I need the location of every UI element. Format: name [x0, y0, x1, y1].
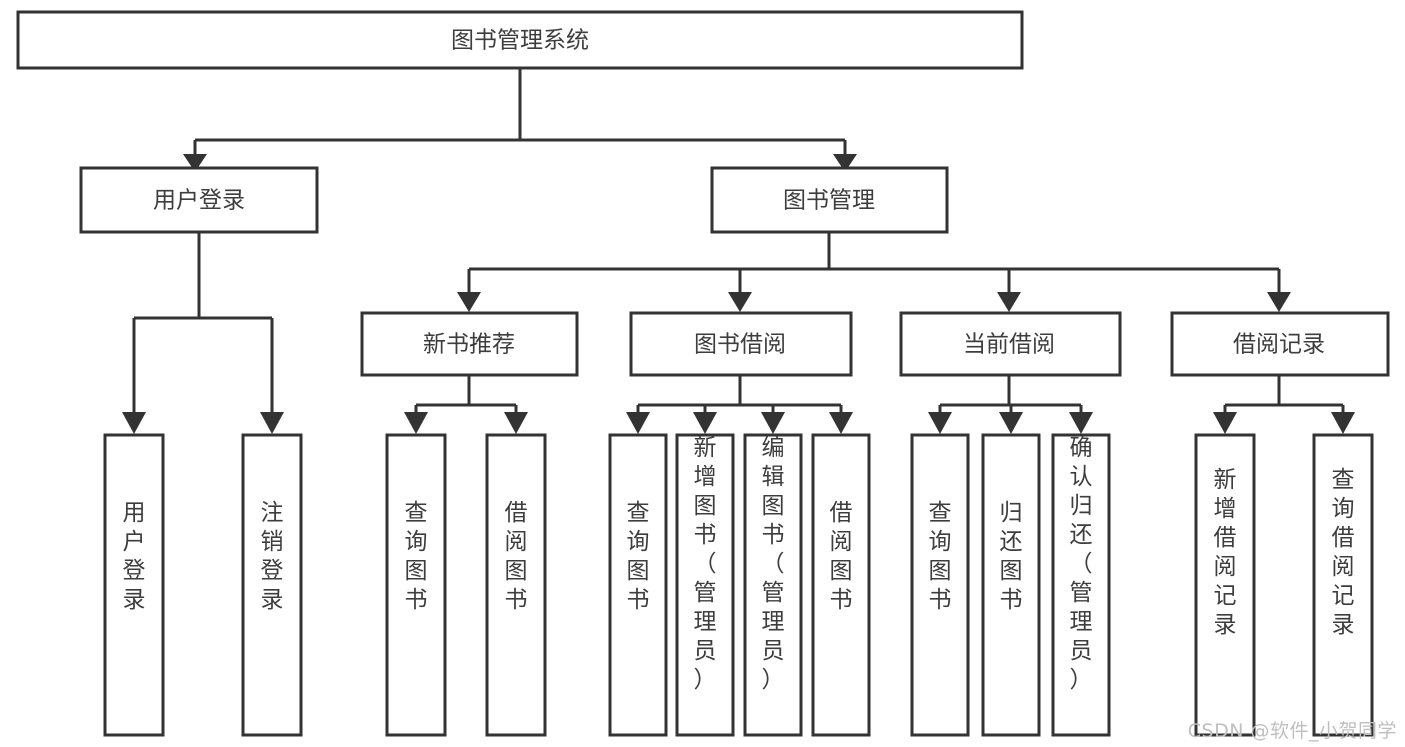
borrow-record-box[interactable] — [1170, 311, 1390, 377]
arrowhead-leaf-edit-book — [761, 412, 785, 434]
leaf-borrow-book-label: 借阅图书 — [830, 500, 853, 613]
arrowhead-to-user-login — [183, 154, 207, 172]
connector-bus-level3 — [467, 232, 1281, 294]
arrowhead-leaf-add-record — [1213, 412, 1237, 434]
leaf-logout-label: 注销登录 — [261, 500, 284, 613]
leaf-confirm-return-admin-label: 确认归还（管理员） — [1070, 435, 1093, 693]
leaf-user-login-label: 用户登录 — [123, 500, 146, 613]
node-borrow-record[interactable]: 借阅记录 — [1170, 311, 1390, 377]
leaf-borrow-book-box[interactable] — [811, 433, 871, 737]
arrowhead-leaf-query-record — [1331, 412, 1355, 434]
arrowhead-leaf-borrow-book-2 — [829, 412, 853, 434]
arrowhead-leaf-query-book-2 — [626, 412, 650, 434]
arrowhead-leaf-user-login — [122, 412, 146, 434]
node-current-borrow[interactable]: 当前借阅 — [899, 311, 1122, 377]
arrowhead-leaf-return-book — [999, 412, 1023, 434]
user-login-box[interactable] — [79, 166, 319, 234]
node-root-system[interactable]: 图书管理系统 — [16, 10, 1024, 70]
leaf-query-borrow-record[interactable]: 查询借阅记录 — [1312, 433, 1374, 737]
connector-borrow-record-to-leaves — [1213, 375, 1355, 434]
leaf-query-book-rec-box[interactable] — [385, 433, 447, 737]
node-book-management[interactable]: 图书管理 — [710, 166, 949, 234]
book-borrow-label: 图书借阅 — [694, 332, 786, 358]
new-book-recommend-box[interactable] — [360, 311, 579, 377]
book-borrow-box[interactable] — [629, 311, 853, 377]
arrowhead-leaf-borrow-book-1 — [504, 412, 528, 434]
leaf-return-book[interactable]: 归还图书 — [981, 433, 1041, 737]
leaf-logout-box[interactable] — [241, 433, 303, 737]
leaf-query-book-current[interactable]: 查询图书 — [910, 433, 970, 737]
book-management-box[interactable] — [710, 166, 949, 234]
root-box[interactable] — [16, 10, 1024, 70]
new-book-recommend-label: 新书推荐 — [423, 332, 515, 358]
leaf-query-book-rec[interactable]: 查询图书 — [385, 433, 447, 737]
node-new-book-recommend[interactable]: 新书推荐 — [360, 311, 579, 377]
leaf-edit-book-admin[interactable]: 编辑图书（管理员） — [743, 433, 803, 737]
connector-bus-level2 — [193, 68, 845, 156]
leaf-return-book-box[interactable] — [981, 433, 1041, 737]
connector-root-to-level2 — [183, 68, 857, 172]
leaf-borrow-book-rec-box[interactable] — [485, 433, 547, 737]
leaf-add-book-admin-box[interactable] — [675, 433, 735, 737]
leaf-confirm-return-admin-box[interactable] — [1051, 433, 1111, 737]
arrowhead-leaf-query-book-1 — [404, 412, 428, 434]
book-management-label: 图书管理 — [783, 188, 875, 214]
connector-current-borrow-to-leaves — [928, 375, 1093, 434]
leaf-borrow-book-rec[interactable]: 借阅图书 — [485, 433, 547, 737]
user-login-label: 用户登录 — [153, 188, 245, 214]
connector-bus-book-borrow — [636, 375, 843, 414]
arrowhead-to-book-borrow — [728, 292, 752, 312]
leaf-query-book-borrow[interactable]: 查询图书 — [608, 433, 668, 737]
arrowhead-leaf-logout — [260, 412, 284, 434]
leaf-query-book-current-box[interactable] — [910, 433, 970, 737]
leaf-add-book-admin-label: 新增图书（管理员） — [694, 435, 717, 693]
current-borrow-box[interactable] — [899, 311, 1122, 377]
arrowhead-to-new-book-rec — [457, 292, 481, 312]
connector-bus-new-book-rec — [414, 375, 518, 414]
current-borrow-label: 当前借阅 — [963, 332, 1055, 358]
root-label: 图书管理系统 — [451, 28, 589, 54]
leaf-borrow-book[interactable]: 借阅图书 — [811, 433, 871, 737]
leaf-return-book-label: 归还图书 — [1000, 500, 1023, 613]
leaf-add-book-admin[interactable]: 新增图书（管理员） — [675, 433, 735, 737]
leaf-query-book-borrow-label: 查询图书 — [627, 500, 650, 613]
leaf-borrow-book-rec-label: 借阅图书 — [505, 500, 528, 613]
leaf-add-borrow-record-box[interactable] — [1194, 433, 1256, 737]
leaf-user-login[interactable]: 用户登录 — [103, 433, 165, 737]
arrowhead-to-borrow-record — [1267, 292, 1291, 312]
leaf-add-borrow-record-label: 新增借阅记录 — [1214, 467, 1237, 638]
leaf-query-book-borrow-box[interactable] — [608, 433, 668, 737]
connector-user-login-to-leaves — [122, 232, 284, 434]
leaf-user-login-box[interactable] — [103, 433, 165, 737]
connector-book-mgmt-to-level3 — [457, 232, 1291, 312]
arrowhead-to-current-borrow — [997, 292, 1021, 312]
leaf-edit-book-admin-label: 编辑图书（管理员） — [762, 435, 785, 693]
connector-bus-current-borrow — [938, 375, 1083, 414]
arrowhead-leaf-confirm-return — [1069, 412, 1093, 434]
leaf-confirm-return-admin[interactable]: 确认归还（管理员） — [1051, 433, 1111, 737]
node-book-borrow[interactable]: 图书借阅 — [629, 311, 853, 377]
arrowhead-to-book-mgmt — [833, 154, 857, 172]
connector-book-borrow-to-leaves — [626, 375, 853, 434]
leaf-logout[interactable]: 注销登录 — [241, 433, 303, 737]
arrowhead-leaf-query-book-3 — [928, 412, 952, 434]
leaf-query-book-rec-label: 查询图书 — [405, 500, 428, 613]
connector-new-book-rec-to-leaves — [404, 375, 528, 434]
arrowhead-leaf-add-book — [693, 412, 717, 434]
leaf-edit-book-admin-box[interactable] — [743, 433, 803, 737]
leaf-query-borrow-record-box[interactable] — [1312, 433, 1374, 737]
borrow-record-label: 借阅记录 — [1233, 332, 1325, 358]
leaf-add-borrow-record[interactable]: 新增借阅记录 — [1194, 433, 1256, 737]
node-user-login[interactable]: 用户登录 — [79, 166, 319, 234]
leaf-query-book-current-label: 查询图书 — [929, 500, 952, 613]
connector-bus-user-login — [132, 232, 274, 414]
leaf-query-borrow-record-label: 查询借阅记录 — [1332, 467, 1355, 638]
connector-bus-borrow-record — [1223, 375, 1345, 414]
